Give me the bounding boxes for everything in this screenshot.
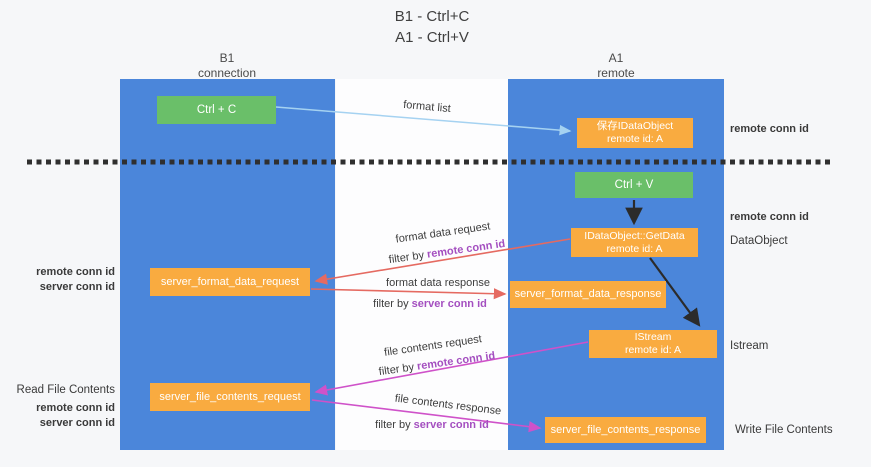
b1-column-role: connection <box>197 66 257 80</box>
format-data-response-annotation: format data response <box>386 277 490 289</box>
server-file-contents-request-node: server_file_contents_request <box>150 383 310 411</box>
remote-conn-id-label-mid-right: remote conn id <box>730 211 809 223</box>
server-format-data-response-node: server_format_data_response <box>510 281 666 308</box>
diagram-title: B1 - Ctrl+C A1 - Ctrl+V <box>262 6 602 48</box>
title-line-b1: B1 - Ctrl+C <box>394 8 470 25</box>
server-format-data-request-node: server_format_data_request <box>150 268 310 296</box>
istream-line1: IStream <box>634 331 672 343</box>
ctrl-v-label: Ctrl + V <box>614 178 654 191</box>
server-format-data-request-label: server_format_data_request <box>160 275 300 288</box>
server-conn-id-label-left-1: server conn id <box>39 281 115 293</box>
save-dataobject-line1: 保存IDataObject <box>596 120 674 132</box>
b1-column-name: B1 <box>219 51 235 65</box>
b1-column-header: B1 connection <box>152 51 302 81</box>
title-line-a1: A1 - Ctrl+V <box>395 29 469 46</box>
middle-band <box>336 79 508 450</box>
save-dataobject-line2: remote id: A <box>606 133 664 145</box>
dataobject-label: DataObject <box>730 235 788 247</box>
filter-by-text: filter by <box>373 298 412 310</box>
filter-by-server-conn-annotation-1: filter by server conn id <box>373 298 487 310</box>
remote-conn-id-label-top-right: remote conn id <box>730 123 809 135</box>
save-dataobject-node: 保存IDataObject remote id: A <box>577 118 693 148</box>
istream-node: IStream remote id: A <box>589 330 717 358</box>
a1-column-role: remote <box>597 66 635 80</box>
server-format-data-response-label: server_format_data_response <box>514 288 662 300</box>
server-conn-id-text: server conn id <box>411 298 487 310</box>
a1-column-name: A1 <box>608 51 624 65</box>
getdata-line1: IDataObject::GetData <box>584 229 685 242</box>
ctrl-c-node: Ctrl + C <box>157 96 276 124</box>
a1-column-header: A1 remote <box>541 51 691 81</box>
filter-by-server-conn-annotation-2: filter by server conn id <box>375 419 489 431</box>
server-conn-id-text: server conn id <box>413 419 489 431</box>
server-file-contents-response-label: server_file_contents_response <box>550 423 701 436</box>
ctrl-c-label: Ctrl + C <box>196 103 237 116</box>
remote-conn-id-label-left-2: remote conn id <box>36 402 115 414</box>
read-file-contents-label: Read File Contents <box>16 384 115 396</box>
getdata-node: IDataObject::GetData remote id: A <box>571 228 698 257</box>
ctrl-v-node: Ctrl + V <box>575 172 693 198</box>
istream-line2: remote id: A <box>624 344 682 356</box>
istream-label: Istream <box>730 340 769 352</box>
server-file-contents-response-node: server_file_contents_response <box>545 417 706 443</box>
filter-by-text: filter by <box>375 419 414 431</box>
server-file-contents-request-label: server_file_contents_request <box>159 390 301 403</box>
server-conn-id-label-left-2: server conn id <box>39 417 115 429</box>
remote-conn-id-label-left-1: remote conn id <box>36 266 115 278</box>
write-file-contents-label: Write File Contents <box>735 424 833 436</box>
getdata-line2: remote id: A <box>606 242 663 255</box>
